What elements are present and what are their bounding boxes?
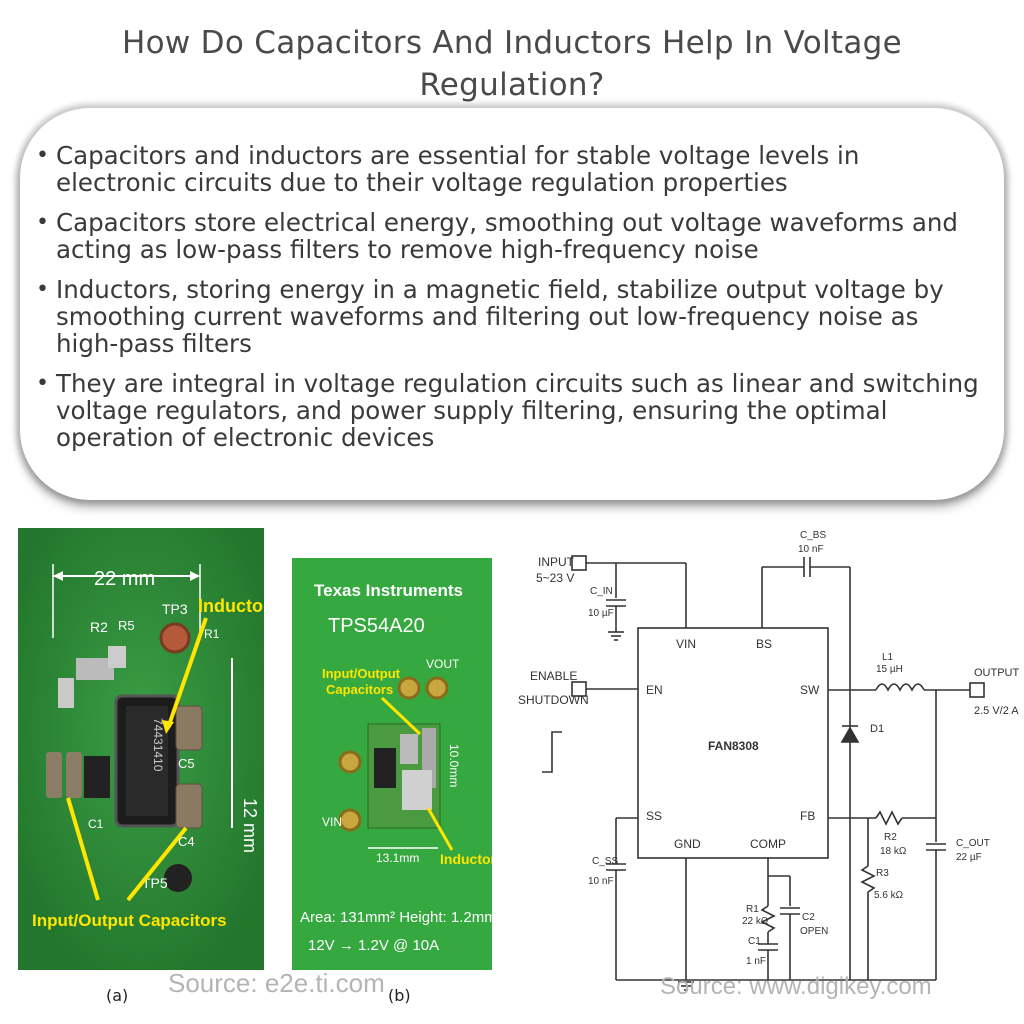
dim-10mm: 10.0mm	[447, 744, 461, 787]
pin-bs: BS	[756, 637, 772, 651]
sch-r1: R1	[746, 904, 759, 915]
sch-cin: C_IN	[590, 586, 613, 597]
pcb-photo-a-drawing: 22 mm 12 mm 74431410 R2 R5 TP3 R1 C5 C4 …	[18, 528, 264, 970]
sch-l1: L1	[882, 652, 894, 663]
page-title: How Do Capacitors And Inductors Help In …	[122, 25, 902, 103]
sch-c1-val: 1 nF	[746, 956, 766, 967]
pin-vin: VIN	[676, 637, 696, 651]
sch-c2: C2	[802, 912, 815, 923]
sch-cbs-val: 10 nF	[798, 544, 824, 555]
dim-12mm: 12 mm	[240, 798, 260, 853]
sch-c1: C1	[748, 936, 761, 947]
sch-cout-val: 22 µF	[956, 852, 982, 863]
caps-label-b1: Input/Output	[322, 666, 401, 681]
pin-ss: SS	[646, 809, 662, 823]
svg-text:R1: R1	[204, 627, 220, 641]
sch-d1: D1	[870, 723, 884, 735]
sch-c2-val: OPEN	[800, 926, 828, 937]
svg-text:TP5: TP5	[142, 875, 168, 891]
pin-gnd: GND	[674, 837, 701, 851]
vout-label: VOUT	[426, 657, 460, 671]
bullet-item: Inductors, storing energy in a magnetic …	[34, 276, 984, 357]
sch-cin-val: 10 µF	[588, 608, 614, 619]
pcb-photo-b: Texas Instruments TPS54A20 Input/Output …	[292, 558, 492, 970]
dim-13mm: 13.1mm	[376, 851, 419, 865]
svg-text:R5: R5	[118, 618, 135, 633]
pin-comp: COMP	[750, 837, 786, 851]
area-label: Area: 131mm² Height: 1.2mm	[300, 909, 492, 926]
sch-output-val: 2.5 V/2 A	[974, 705, 1019, 717]
bullet-item: Capacitors and inductors are essential f…	[34, 142, 984, 196]
sch-l1-val: 15 µH	[876, 664, 903, 675]
pcb-photo-b-drawing: Texas Instruments TPS54A20 Input/Output …	[292, 558, 492, 970]
sch-input: INPUT	[538, 555, 575, 569]
sch-css-val: 10 nF	[588, 876, 614, 887]
sch-shutdown: SHUTDOWN	[518, 693, 589, 707]
bullet-list: Capacitors and inductors are essential f…	[34, 142, 984, 464]
pin-en: EN	[646, 683, 663, 697]
sch-r2-val: 18 kΩ	[880, 846, 907, 857]
svg-text:TP3: TP3	[162, 601, 188, 617]
inductor-marking: 74431410	[151, 718, 165, 772]
svg-text:C1: C1	[88, 817, 104, 831]
sch-input-range: 5~23 V	[536, 571, 574, 585]
sch-enable: ENABLE	[530, 669, 577, 683]
spec-label: 12V → 1.2V @ 10A	[308, 937, 439, 954]
caption-a: (a)	[106, 986, 129, 1005]
svg-text:C5: C5	[178, 756, 195, 771]
svg-text:R2: R2	[90, 619, 108, 635]
ti-brand: Texas Instruments	[314, 581, 463, 600]
circuit-schematic: INPUT 5~23 V C_IN 10 µF ENABLE SHUTDOWN …	[518, 530, 1020, 1000]
pin-sw: SW	[800, 683, 820, 697]
ti-part: TPS54A20	[328, 615, 425, 637]
svg-text:C4: C4	[178, 834, 195, 849]
sch-cbs: C_BS	[800, 530, 826, 541]
bullet-item: Capacitors store electrical energy, smoo…	[34, 209, 984, 263]
source-left: Source: e2e.ti.com	[168, 968, 385, 998]
sch-css: C_SS	[592, 856, 618, 867]
sch-r3: R3	[876, 868, 889, 879]
inductor-label: Inductor	[198, 596, 264, 616]
source-right: Source: www.digikey.com	[660, 973, 932, 1000]
dim-22mm: 22 mm	[94, 568, 155, 590]
pin-fb: FB	[800, 809, 815, 823]
sch-cout: C_OUT	[956, 838, 990, 849]
sch-output: OUTPUT	[974, 667, 1020, 679]
sch-r1-val: 22 kΩ	[742, 916, 769, 927]
caps-label-a: Input/Output Capacitors	[32, 911, 227, 930]
bullet-item: They are integral in voltage regulation …	[34, 370, 984, 451]
caption-b: (b)	[388, 986, 411, 1005]
caps-label-b2: Capacitors	[326, 682, 393, 697]
sch-r2: R2	[884, 832, 897, 843]
sch-r3-val: 5.6 kΩ	[874, 890, 904, 901]
vin-label: VIN	[322, 815, 342, 829]
inductors-label: Inductors	[440, 851, 492, 867]
pcb-photo-a: 22 mm 12 mm 74431410 R2 R5 TP3 R1 C5 C4 …	[18, 528, 264, 970]
sch-chip: FAN8308	[708, 739, 759, 753]
